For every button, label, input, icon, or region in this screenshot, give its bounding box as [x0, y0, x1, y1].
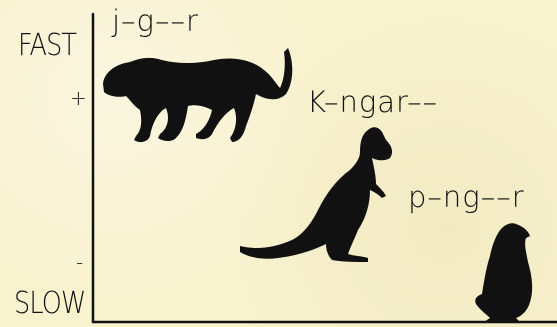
- jaguar-silhouette-icon: [103, 48, 293, 143]
- penguin-word-puzzle: p–ng––r: [408, 180, 525, 214]
- slow-label: SLOW: [14, 286, 86, 321]
- penguin-silhouette-icon: [475, 223, 533, 322]
- plus-mark: +: [70, 86, 87, 110]
- jaguar-word-puzzle: j–g––r: [112, 4, 199, 38]
- fast-label: FAST: [18, 28, 77, 63]
- minus-mark: -: [76, 250, 83, 274]
- kangaroo-word-puzzle: K–ngar––: [307, 85, 439, 119]
- kangaroo-silhouette-icon: [240, 127, 393, 262]
